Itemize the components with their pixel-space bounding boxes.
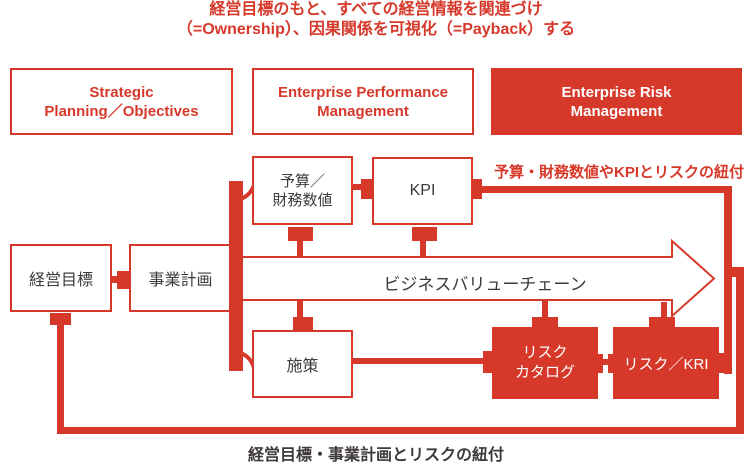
connector-measures-top-line	[297, 300, 303, 318]
box-budget-financials: 予算／ 財務数値	[252, 156, 353, 225]
box-business-plan: 事業計画	[129, 244, 232, 312]
risk-catalog-line1: リスク	[522, 344, 568, 361]
header-strategic-line1: Strategic	[89, 83, 154, 101]
connector-catalog-kri-right-cap	[608, 354, 616, 373]
risk-kri-label: リスク／KRI	[623, 355, 709, 373]
title-line-1: 経営目標のもと、すべての経営情報を関連づけ	[209, 1, 543, 18]
loop-objective-risk-top-bend	[725, 267, 744, 277]
diagram-title: 経営目標のもと、すべての経営情報を関連づけ （=Ownership）、因果関係を…	[0, 0, 752, 40]
title-line-2: （=Ownership）、因果関係を可視化（=Payback）する	[176, 21, 576, 38]
measures-label: 施策	[286, 358, 319, 375]
connector-risk-kri-right	[714, 353, 732, 373]
budget-line1: 予算／	[279, 172, 325, 190]
connector-budget-down-line	[297, 240, 303, 258]
box-management-objectives: 経営目標	[10, 244, 112, 312]
budget-line2: 財務数値	[272, 191, 333, 209]
connector-budget-kpi-line	[353, 184, 365, 190]
box-kpi: KPI	[372, 157, 473, 225]
value-chain-label: ビジネスバリューチェーン	[383, 275, 587, 294]
connector-kpi-right-cap	[471, 179, 482, 199]
connector-risk-kri-top-line	[661, 302, 667, 318]
header-strategic-line2: Planning／Objectives	[44, 102, 199, 120]
connector-kpi-down-line	[420, 240, 426, 258]
connector-risk-catalog-top-line	[542, 300, 548, 318]
spine-bar	[229, 181, 243, 371]
connector-objective-plan-line	[112, 276, 121, 283]
connector-measures-top-cap	[293, 317, 313, 330]
box-risk-kri: リスク／KRI	[613, 327, 719, 399]
annotation-kpi-risk-link: 予算・財務数値やKPIとリスクの紐付	[493, 164, 744, 181]
header-box-strategic-planning: Strategic Planning／Objectives	[10, 68, 233, 135]
connector-objective-plan-cap	[117, 271, 129, 289]
annotation-objective-risk-link: 経営目標・事業計画とリスクの紐付	[247, 447, 504, 464]
box-risk-catalog: リスク カタログ	[492, 327, 598, 399]
connector-measures-catalog-cap	[483, 351, 494, 373]
header-box-epm: Enterprise Performance Management	[252, 68, 474, 135]
connector-risk-kri-top-cap	[649, 317, 675, 328]
loop-objective-risk-bottom-horizontal	[57, 427, 744, 434]
connector-budget-kpi-cap	[361, 179, 372, 199]
connector-risk-catalog-top-cap	[532, 317, 558, 328]
connector-objective-bottom-cap	[50, 313, 71, 325]
connector-measures-catalog-line	[353, 358, 485, 364]
risk-catalog-line2: カタログ	[514, 364, 575, 381]
connector-catalog-kri-line	[598, 359, 615, 365]
connector-kpi-down-cap	[412, 227, 437, 241]
connector-budget-down-cap	[288, 227, 313, 241]
objective-label: 経営目標	[28, 272, 93, 289]
loop-objective-risk-left-vertical	[57, 318, 64, 428]
loop-kpi-risk-vertical	[724, 186, 732, 374]
loop-objective-risk-right-vertical	[736, 267, 744, 434]
header-erm-line1: Enterprise Risk	[561, 83, 672, 101]
header-box-erm: Enterprise Risk Management	[491, 68, 742, 135]
box-measures: 施策	[252, 330, 353, 398]
header-epm-line1: Enterprise Performance	[277, 83, 449, 101]
header-epm-line2: Management	[317, 102, 409, 120]
business-plan-label: 事業計画	[148, 272, 213, 289]
loop-kpi-risk-horizontal	[478, 186, 732, 193]
kpi-label: KPI	[409, 182, 436, 199]
header-erm-line2: Management	[570, 102, 663, 120]
